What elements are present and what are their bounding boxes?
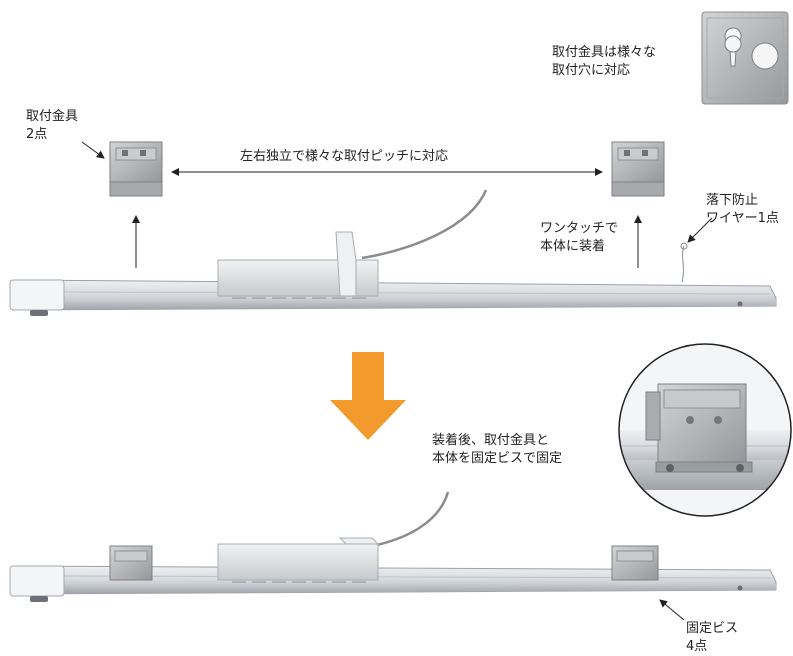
fixture-top [9,189,777,316]
power-cable-top [361,189,488,260]
fall-wire-leader-arrow [687,217,713,243]
mounting-plate-image [701,11,789,105]
label-after-mount: 装着後、取付金具と 本体を固定ビスで固定 [432,433,563,466]
label-hole-support: 取付金具は様々な 取付穴に対応 [552,45,657,78]
label-one-touch: ワンタッチで 本体に装着 [540,221,619,254]
label-fall-wire: 落下防止 ワイヤー1点 [706,193,779,226]
bracket-right-top [611,141,665,197]
bracket-left-top [109,141,163,197]
fall-wire-loop [680,242,688,250]
fall-wire [681,245,685,283]
fixing-screw-leader-arrow [659,599,685,621]
power-cable-bottom [361,491,450,550]
orange-down-arrow [330,352,406,440]
label-bracket-count: 取付金具 2点 [26,109,79,142]
label-independent-pitch: 左右独立で様々な取付ピッチに対応 [240,149,449,164]
label-fixing-screws: 固定ビス 4点 [686,621,739,654]
fixture-bottom [9,491,777,602]
zoom-detail-circle [618,343,792,517]
bracket-leader-arrow [81,141,105,159]
